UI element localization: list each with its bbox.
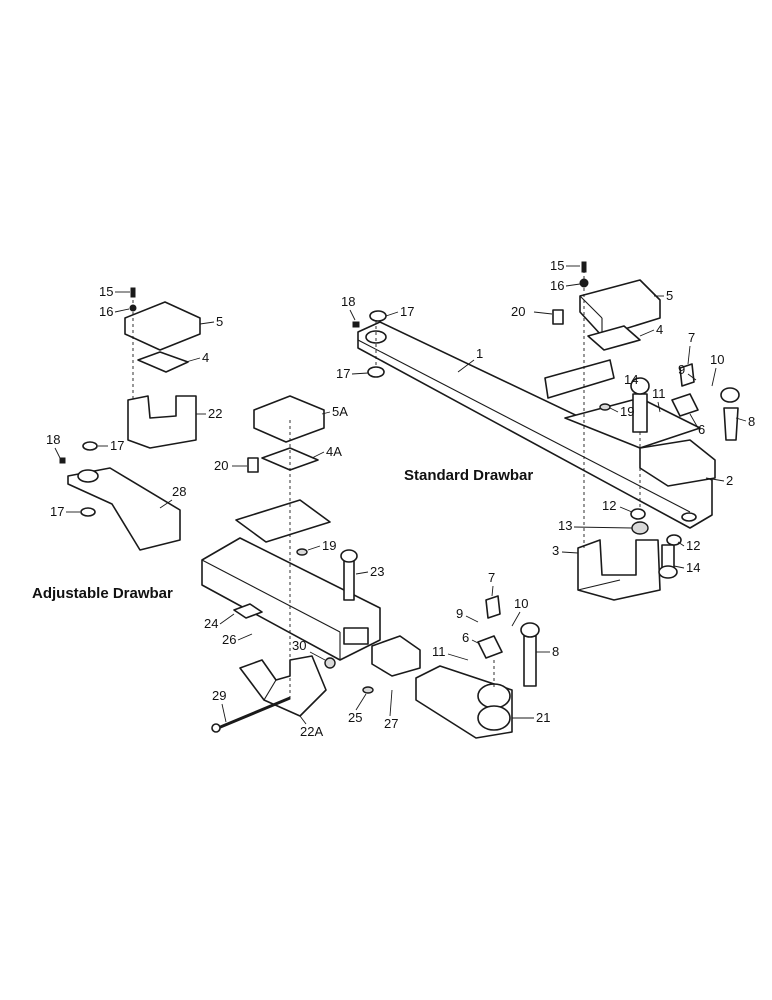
callout-17-adj: 17 xyxy=(110,438,124,453)
standard-drawbar-assembly xyxy=(352,261,740,601)
washer-12 xyxy=(630,508,646,520)
block-27 xyxy=(371,635,421,677)
standard-drawbar-title: Standard Drawbar xyxy=(404,467,533,484)
upper-bracket-5 xyxy=(579,279,661,337)
callout-29: 29 xyxy=(212,688,226,703)
nut-30 xyxy=(324,657,336,669)
callout-9: 9 xyxy=(678,362,685,377)
callout-5: 5 xyxy=(666,288,673,303)
callout-4: 4 xyxy=(656,322,663,337)
callout-21: 21 xyxy=(536,710,550,725)
drawbar-support-3 xyxy=(577,539,661,601)
callout-19-adj: 19 xyxy=(322,538,336,553)
callout-28: 28 xyxy=(172,484,186,499)
callout-8-lower: 8 xyxy=(552,644,559,659)
callout-4-adj: 4 xyxy=(202,350,209,365)
nut-13 xyxy=(631,521,649,535)
hitch-pin-8 xyxy=(723,407,739,441)
callout-24: 24 xyxy=(204,616,218,631)
callout-3: 3 xyxy=(552,543,559,558)
adjustable-drawbar-title: Adjustable Drawbar xyxy=(32,585,173,602)
spacer-block xyxy=(544,359,615,399)
callout-17b: 17 xyxy=(336,366,350,381)
callout-20: 20 xyxy=(511,304,525,319)
callout-15-adj: 15 xyxy=(99,284,113,299)
callout-18: 18 xyxy=(341,294,355,309)
clamp-22A xyxy=(239,655,327,717)
callout-15: 15 xyxy=(550,258,564,273)
adj-plate-4 xyxy=(137,351,189,373)
adj-bracket-5 xyxy=(124,301,201,351)
bolt-29 xyxy=(217,696,291,730)
callout-1: 1 xyxy=(476,346,483,361)
callout-2: 2 xyxy=(726,473,733,488)
latch-6 xyxy=(671,393,699,417)
callout-6: 6 xyxy=(698,422,705,437)
callout-13: 13 xyxy=(558,518,572,533)
bracket-5A xyxy=(253,395,325,443)
callout-17: 17 xyxy=(400,304,414,319)
callout-12: 12 xyxy=(602,498,616,513)
pin-8-lower xyxy=(523,635,537,687)
callout-23: 23 xyxy=(370,564,384,579)
callout-11-lower: 11 xyxy=(432,644,446,659)
callout-5-adj: 5 xyxy=(216,314,223,329)
latch-cap-7 xyxy=(679,363,695,387)
callout-4A: 4A xyxy=(326,444,342,459)
drawbar-main-bar xyxy=(357,321,713,529)
adjustable-drawbar-assembly xyxy=(59,287,540,739)
callout-6-lower: 6 xyxy=(462,630,469,645)
callout-30: 30 xyxy=(292,638,306,653)
callout-14: 14 xyxy=(624,372,638,387)
drawbar-pin-eye xyxy=(365,330,387,344)
callout-10-lower: 10 xyxy=(514,596,528,611)
callout-7-lower: 7 xyxy=(488,570,495,585)
callout-16-adj: 16 xyxy=(99,304,113,319)
callout-20-adj: 20 xyxy=(214,458,228,473)
callout-16: 16 xyxy=(550,278,564,293)
callout-12b: 12 xyxy=(686,538,700,553)
callout-11: 11 xyxy=(652,386,666,401)
pin-20 xyxy=(552,309,564,325)
callout-27: 27 xyxy=(384,716,398,731)
callout-22: 22 xyxy=(208,406,222,421)
support-22 xyxy=(127,395,197,449)
pin-23 xyxy=(343,559,355,601)
callout-19: 19 xyxy=(620,404,634,419)
callout-9-lower: 9 xyxy=(456,606,463,621)
callout-22A: 22A xyxy=(300,724,323,739)
callout-5A: 5A xyxy=(332,404,348,419)
callouts: 1 2 3 4 5 6 7 8 9 10 11 12 12 13 14 14 1… xyxy=(46,258,755,739)
mount-plate xyxy=(235,499,331,543)
callout-7: 7 xyxy=(688,330,695,345)
plate-24 xyxy=(233,603,263,619)
wear-plate-4 xyxy=(587,325,641,351)
callout-25: 25 xyxy=(348,710,362,725)
callout-17b-adj: 17 xyxy=(50,504,64,519)
callout-14b: 14 xyxy=(686,560,700,575)
pin-20-adj xyxy=(247,457,259,473)
callout-26: 26 xyxy=(222,632,236,647)
callout-10: 10 xyxy=(710,352,724,367)
bolt-14 xyxy=(632,393,648,433)
adj-eye-bar-28 xyxy=(67,467,181,551)
callout-8: 8 xyxy=(748,414,755,429)
latch-6-lower xyxy=(477,635,503,659)
callout-18-adj: 18 xyxy=(46,432,60,447)
washer-17 xyxy=(369,310,387,322)
